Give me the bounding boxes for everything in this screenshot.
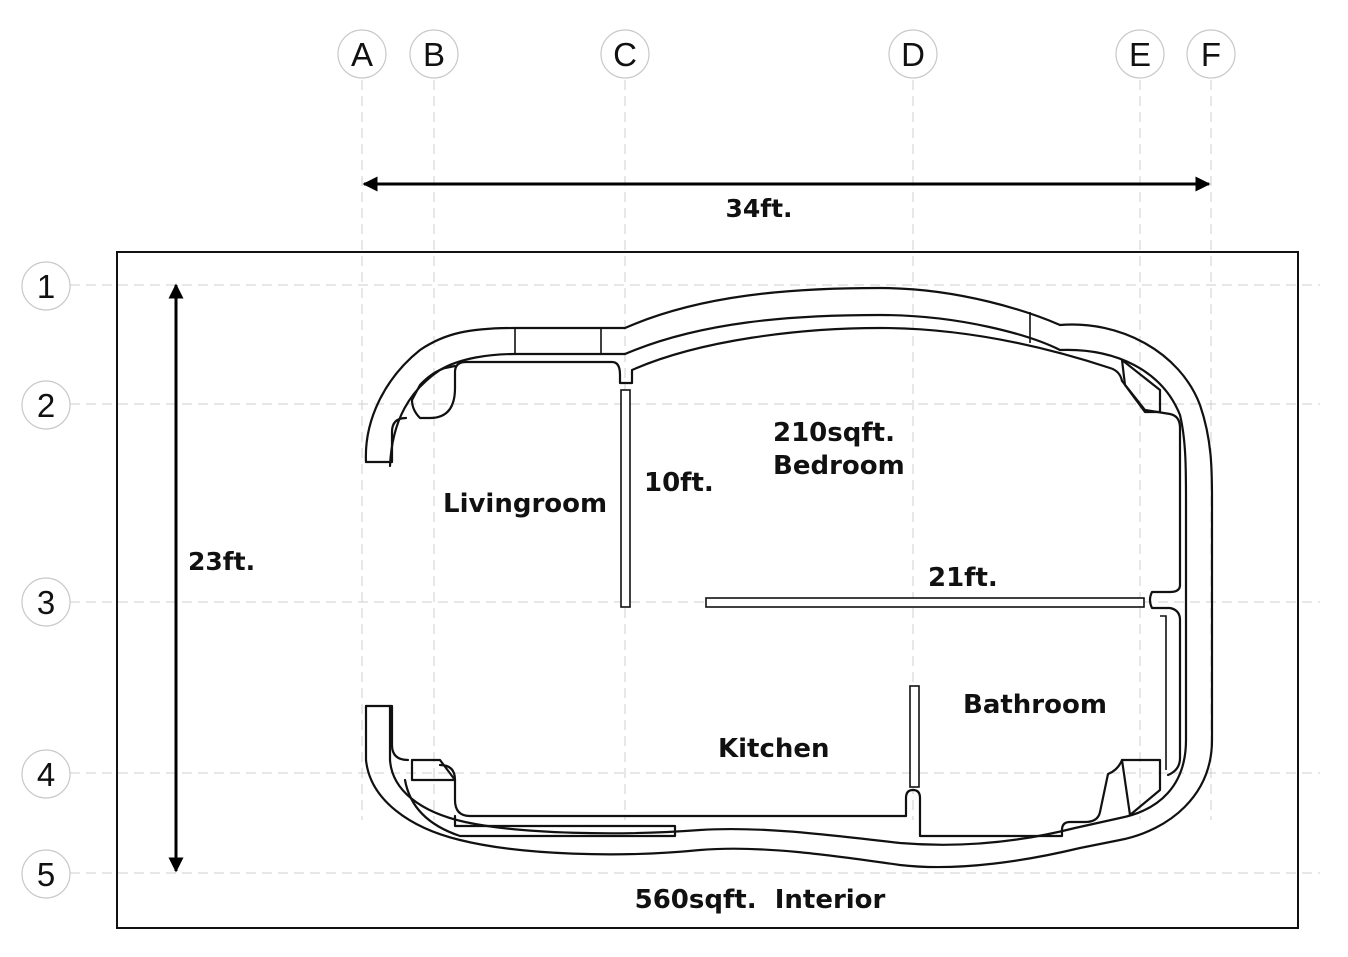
drawing-frame — [116, 251, 1299, 929]
width-dimension: 34ft. — [362, 176, 1211, 223]
grid-bubble-a: A — [337, 29, 387, 79]
bathroom-label: Bathroom — [963, 690, 1107, 720]
grid-label-4: 4 — [37, 756, 55, 793]
grid-label-3: 3 — [37, 584, 55, 621]
partition-kitchen-bath — [909, 685, 920, 788]
width-dimension-label: 34ft. — [725, 194, 792, 223]
grid-label-d: D — [901, 36, 925, 73]
grid-label-c: C — [613, 36, 637, 73]
grid-bubble-4: 4 — [21, 749, 71, 799]
grid-label-a: A — [351, 36, 373, 73]
kitchen-label: Kitchen — [718, 734, 830, 764]
partition-10ft-label: 10ft. — [644, 468, 714, 498]
grid-label-e: E — [1129, 36, 1151, 73]
partition-21ft-label: 21ft. — [928, 563, 998, 593]
grid-label-5: 5 — [37, 856, 55, 893]
grid-label-1: 1 — [37, 268, 55, 305]
bedroom-area-label: 210sqft. — [773, 418, 895, 448]
inner-wall — [403, 326, 1182, 838]
grid-bubble-b: B — [409, 29, 459, 79]
partition-10ft — [620, 389, 631, 608]
grid-bubble-2: 2 — [21, 380, 71, 430]
livingroom-label: Livingroom — [443, 489, 607, 519]
partition-21ft — [705, 597, 1145, 608]
height-dimension: 23ft. — [168, 283, 255, 873]
interior-area-caption: 560sqft. Interior — [635, 885, 886, 915]
grid-lines — [70, 80, 1320, 874]
grid-bubble-f: F — [1186, 29, 1236, 79]
outer-wall — [364, 286, 1214, 869]
grid-bubble-c: C — [600, 29, 650, 79]
grid-bubble-1: 1 — [21, 261, 71, 311]
height-dimension-label: 23ft. — [188, 547, 255, 576]
grid-label-b: B — [423, 36, 445, 73]
grid-label-f: F — [1201, 36, 1221, 73]
grid-label-2: 2 — [37, 387, 55, 424]
grid-bubble-d: D — [888, 29, 938, 79]
bedroom-label: Bedroom — [773, 451, 905, 481]
grid-bubble-e: E — [1115, 29, 1165, 79]
grid-bubble-5: 5 — [21, 849, 71, 899]
grid-bubble-3: 3 — [21, 577, 71, 627]
